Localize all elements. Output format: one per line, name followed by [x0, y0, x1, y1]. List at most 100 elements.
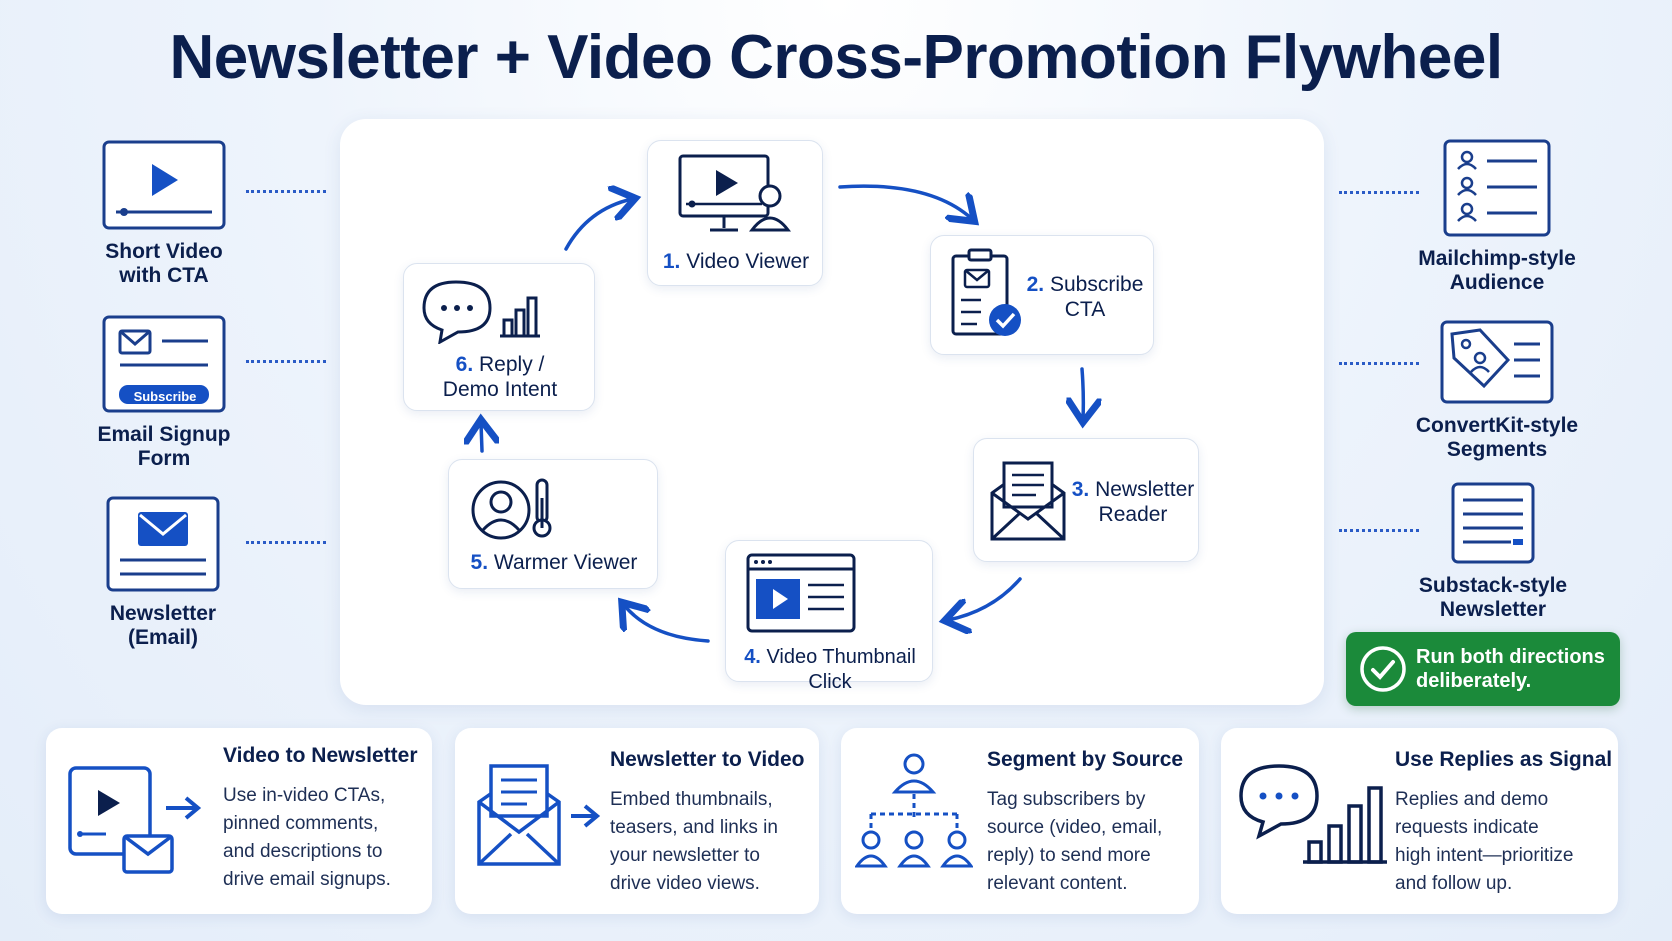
card-description: Tag subscribers by source (video, email, r… [987, 786, 1162, 898]
card-video-to-newsletter: Video to Newsletter Use in-video CTAs, pi… [46, 728, 432, 914]
node-label: 6. Reply /Demo Intent [404, 352, 596, 402]
connector-dots [246, 541, 326, 544]
newsletter-doc-icon [1451, 482, 1535, 564]
arrow-1-to-2 [838, 184, 972, 219]
card-line: Use in-video CTAs, [223, 785, 386, 806]
card-line: high intent—prioritize [1395, 845, 1574, 866]
source-label-line1: Short Video [105, 240, 223, 263]
node-text: Video Thumbnail Click [766, 646, 916, 693]
user-thermometer-icon [471, 478, 552, 540]
card-line: source (video, email, [987, 817, 1163, 838]
envelope-icon [106, 496, 220, 592]
callout-line1: Run both directions [1416, 646, 1605, 668]
org-segment-icon [855, 753, 973, 868]
card-title: Newsletter to Video [610, 748, 805, 771]
card-use-replies-as-signal: Use Replies as Signal Replies and demo re… [1221, 728, 1618, 914]
card-line: Replies and demo [1395, 789, 1549, 810]
node-number: 6. [455, 353, 474, 376]
card-line: and follow up. [1395, 873, 1513, 894]
source-label-line2: (Email) [127, 626, 198, 649]
arrow-5-to-6 [481, 423, 482, 453]
card-title: Video to Newsletter [223, 744, 418, 767]
node-text: Reader [1098, 503, 1168, 526]
connector-dots [1339, 529, 1419, 532]
node-number: 5. [470, 551, 489, 574]
tool-label-line2: Newsletter [1439, 598, 1547, 621]
arrow-4-to-5 [624, 605, 710, 643]
email-to-video-icon [477, 764, 601, 866]
tool-label-line1: Substack-style [1418, 574, 1568, 597]
node-text: Video Viewer [686, 250, 810, 273]
tag-segments-icon [1440, 320, 1554, 404]
card-line: and descriptions to [223, 841, 383, 862]
node-text: Subscribe [1049, 273, 1144, 296]
node-number: 4. [744, 646, 761, 668]
card-line: Tag subscribers by [987, 789, 1146, 810]
source-label-line2: with CTA [119, 264, 209, 287]
card-description: Embed thumbnails, teasers, and links in yo… [610, 786, 778, 898]
card-title: Segment by Source [987, 748, 1184, 771]
page-title: Newsletter + Video Cross-Promotion Flywh… [169, 23, 1503, 92]
card-description: Replies and demo requests indicate high in… [1395, 786, 1573, 898]
connector-dots [1339, 191, 1419, 194]
open-envelope-icon [990, 461, 1066, 541]
callout-line2: deliberately. [1416, 670, 1532, 692]
card-line: reply) to send more [987, 845, 1151, 866]
tool-label-line2: Segments [1446, 438, 1548, 461]
subscribe-button[interactable]: Subscribe [133, 389, 197, 404]
card-line: teasers, and links in [610, 817, 778, 838]
card-line: drive email signups. [223, 869, 391, 890]
card-segment-by-source: Segment by Source Tag subscribers by sour… [841, 728, 1199, 914]
clipboard-check-icon [951, 248, 1021, 336]
monitor-viewer-icon [678, 154, 792, 232]
arrow-2-to-3 [1082, 367, 1083, 419]
source-label-line2: Form [137, 447, 191, 470]
card-line: drive video views. [610, 873, 760, 894]
node-label: 5. Warmer Viewer [449, 550, 659, 575]
card-newsletter-to-video: Newsletter to Video Embed thumbnails, tea… [455, 728, 819, 914]
connector-dots [1339, 362, 1419, 365]
source-label-line1: Email Signup [97, 423, 231, 446]
card-line: relevant content. [987, 873, 1128, 894]
arrow-3-to-4 [948, 577, 1022, 620]
flywheel-node-video-viewer: 1. Video Viewer [647, 140, 823, 286]
chat-chart-icon [1239, 764, 1387, 864]
node-text: Demo Intent [442, 378, 558, 401]
flywheel-node-reply-demo-intent: 6. Reply /Demo Intent [403, 263, 595, 411]
source-label-line1: Newsletter [109, 602, 217, 625]
chat-bars-icon [422, 280, 540, 344]
audience-list-icon [1443, 139, 1551, 237]
connector-dots [246, 360, 326, 363]
video-to-email-icon [68, 766, 202, 874]
node-label: 4. Video Thumbnail Click [726, 645, 934, 695]
node-number: 2. [1026, 273, 1045, 296]
node-text: Reply / [479, 353, 545, 376]
card-description: Use in-video CTAs, pinned comments, and de… [223, 782, 391, 894]
flywheel-node-video-thumbnail-click: 4. Video Thumbnail Click [725, 540, 933, 693]
node-text: Newsletter [1095, 478, 1195, 501]
node-number: 1. [662, 250, 681, 273]
card-line: requests indicate [1395, 817, 1539, 838]
card-line: pinned comments, [223, 813, 379, 834]
node-text: Warmer Viewer [493, 551, 638, 574]
email-signup-form-icon [102, 315, 226, 413]
flywheel-node-warmer-viewer: 5. Warmer Viewer [448, 459, 658, 589]
node-number: 3. [1071, 478, 1090, 501]
card-line: your newsletter to [610, 845, 760, 866]
node-label: 1. Video Viewer [648, 249, 824, 274]
card-title: Use Replies as Signal [1395, 748, 1613, 771]
card-line: Embed thumbnails, [610, 789, 773, 810]
node-text: CTA [1064, 298, 1106, 321]
tool-label-line2: Audience [1449, 271, 1545, 294]
video-play-icon [102, 140, 226, 230]
